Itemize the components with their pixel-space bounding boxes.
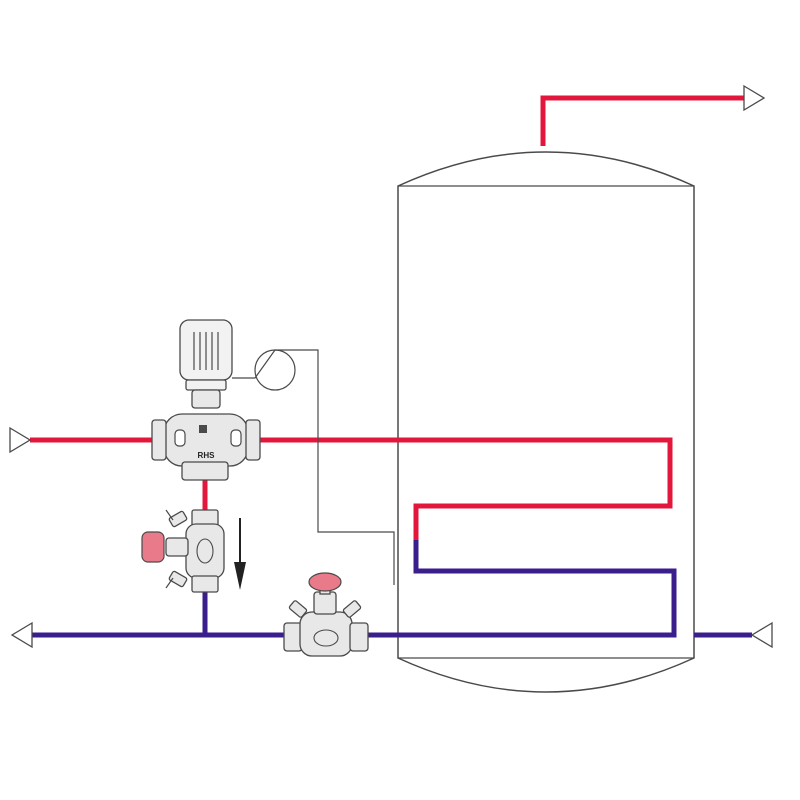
valve-port-right [245, 419, 261, 461]
bypass-test-point-lower-icon [165, 570, 188, 589]
bypass-handwheel-icon [141, 531, 165, 563]
capillary-tube [232, 349, 395, 585]
valve-port-left [151, 419, 167, 461]
return-test-point-left-icon [288, 600, 308, 618]
coil-supply-segment [398, 437, 673, 540]
actuator-collar [185, 379, 227, 391]
capillary-sensor-line [232, 349, 395, 585]
return-valve-bonnet [313, 591, 337, 615]
valve-indicator [199, 425, 207, 433]
return-valve-left-port [283, 622, 303, 652]
return-line [10, 590, 773, 649]
supply-inlet-arrow-icon [9, 426, 32, 454]
return-handwheel-icon [308, 572, 342, 592]
tank-shell [397, 151, 695, 693]
hot-water-outlet [540, 84, 766, 146]
outlet-pipe [540, 95, 744, 146]
return-test-point-right-icon [342, 600, 362, 618]
bypass-test-point-upper-icon [165, 509, 188, 528]
valve-window-right [230, 429, 242, 447]
supply-line [9, 426, 398, 512]
return-balancing-valve [283, 572, 369, 657]
three-way-mixing-valve: RHS [151, 319, 261, 481]
valve-window-left [174, 429, 186, 447]
outlet-arrow-icon [743, 84, 766, 112]
return-valve-right-port [349, 622, 369, 652]
return-valve-body [299, 611, 353, 657]
bypass-valve-stem [165, 537, 189, 557]
heat-exchanger-coil [398, 437, 677, 638]
bypass-valve-seat [196, 538, 214, 564]
valve-marking: RHS [198, 451, 216, 460]
bypass-balancing-valve [141, 509, 225, 593]
actuator-neck [191, 389, 221, 409]
return-outlet-arrow-icon [10, 621, 33, 649]
cold-inlet-arrow-icon [750, 621, 773, 649]
coil-return-segment [398, 540, 677, 638]
flow-direction-arrow-icon [234, 518, 246, 590]
storage-tank [397, 151, 695, 693]
bypass-valve-bottom-port [191, 575, 219, 593]
valve-port-bottom [181, 461, 229, 481]
return-valve-seat [313, 629, 339, 647]
actuator-ribs-icon [193, 332, 219, 370]
bypass-valve-body [185, 523, 225, 579]
